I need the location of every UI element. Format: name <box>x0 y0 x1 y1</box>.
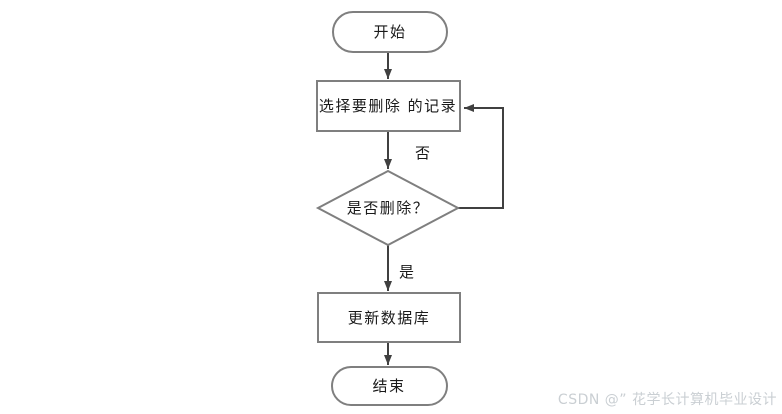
edge-label-yes: 是 <box>399 263 414 281</box>
node-update-db: 更新数据库 <box>317 292 461 343</box>
edge-label-no: 否 <box>415 144 430 162</box>
node-end: 结束 <box>331 366 448 406</box>
decision-shape <box>315 169 461 247</box>
arrow-no-loopback <box>458 104 504 209</box>
node-select-record: 选择要删除 的记录 <box>316 80 461 132</box>
start-shape <box>332 11 448 53</box>
end-label: 结束 <box>372 377 405 395</box>
start-label: 开始 <box>373 23 406 41</box>
update-db-shape <box>317 292 461 343</box>
flow-connectors <box>384 52 504 365</box>
select-record-shape <box>316 80 461 132</box>
select-record-label: 选择要删除 的记录 <box>319 97 457 115</box>
node-decision: 是否删除？ <box>315 169 461 247</box>
csdn-watermark: CSDN @” 花学长计算机毕业设计 <box>557 392 777 408</box>
end-shape <box>331 366 448 406</box>
decision-label: 是否删除？ <box>347 199 430 217</box>
update-db-label: 更新数据库 <box>348 309 431 327</box>
node-start: 开始 <box>332 11 448 53</box>
